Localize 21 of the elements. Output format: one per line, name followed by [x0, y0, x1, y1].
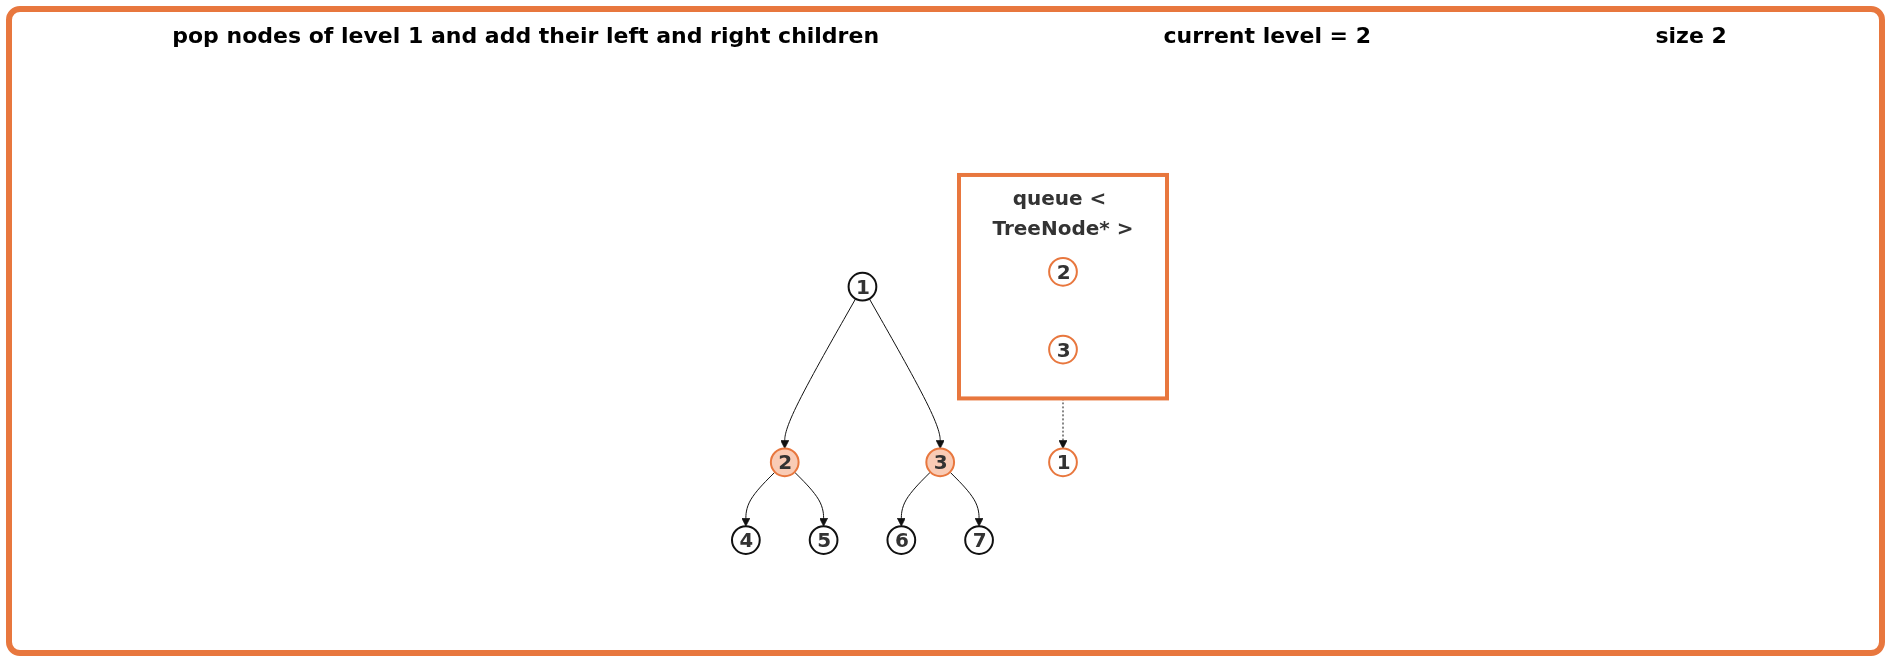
arrow — [741, 471, 776, 527]
note-text: current level = 2 — [1163, 22, 1371, 48]
node-circle: 3 — [925, 447, 956, 478]
node-circle: 5 — [808, 525, 839, 555]
arrow — [896, 471, 931, 527]
arrow — [949, 471, 984, 527]
arrow — [868, 298, 945, 449]
node-label: queue < TreeNode* > — [992, 185, 1134, 240]
node-circle: 1 — [847, 271, 878, 302]
cluster — [957, 172, 1169, 401]
node-circle: 4 — [731, 525, 761, 555]
note-text: pop nodes of level 1 and add their left and right children — [172, 22, 880, 48]
node-circle: 2 — [1048, 256, 1078, 287]
node-circle: 3 — [1048, 334, 1078, 365]
arrow — [794, 471, 828, 527]
arrow — [780, 298, 857, 449]
node-circle: 2 — [769, 447, 800, 478]
note-text: size 2 — [1655, 22, 1727, 48]
node-circle: 1 — [1048, 447, 1078, 478]
node-circle: 6 — [886, 525, 917, 555]
node-circle: 7 — [964, 525, 994, 555]
